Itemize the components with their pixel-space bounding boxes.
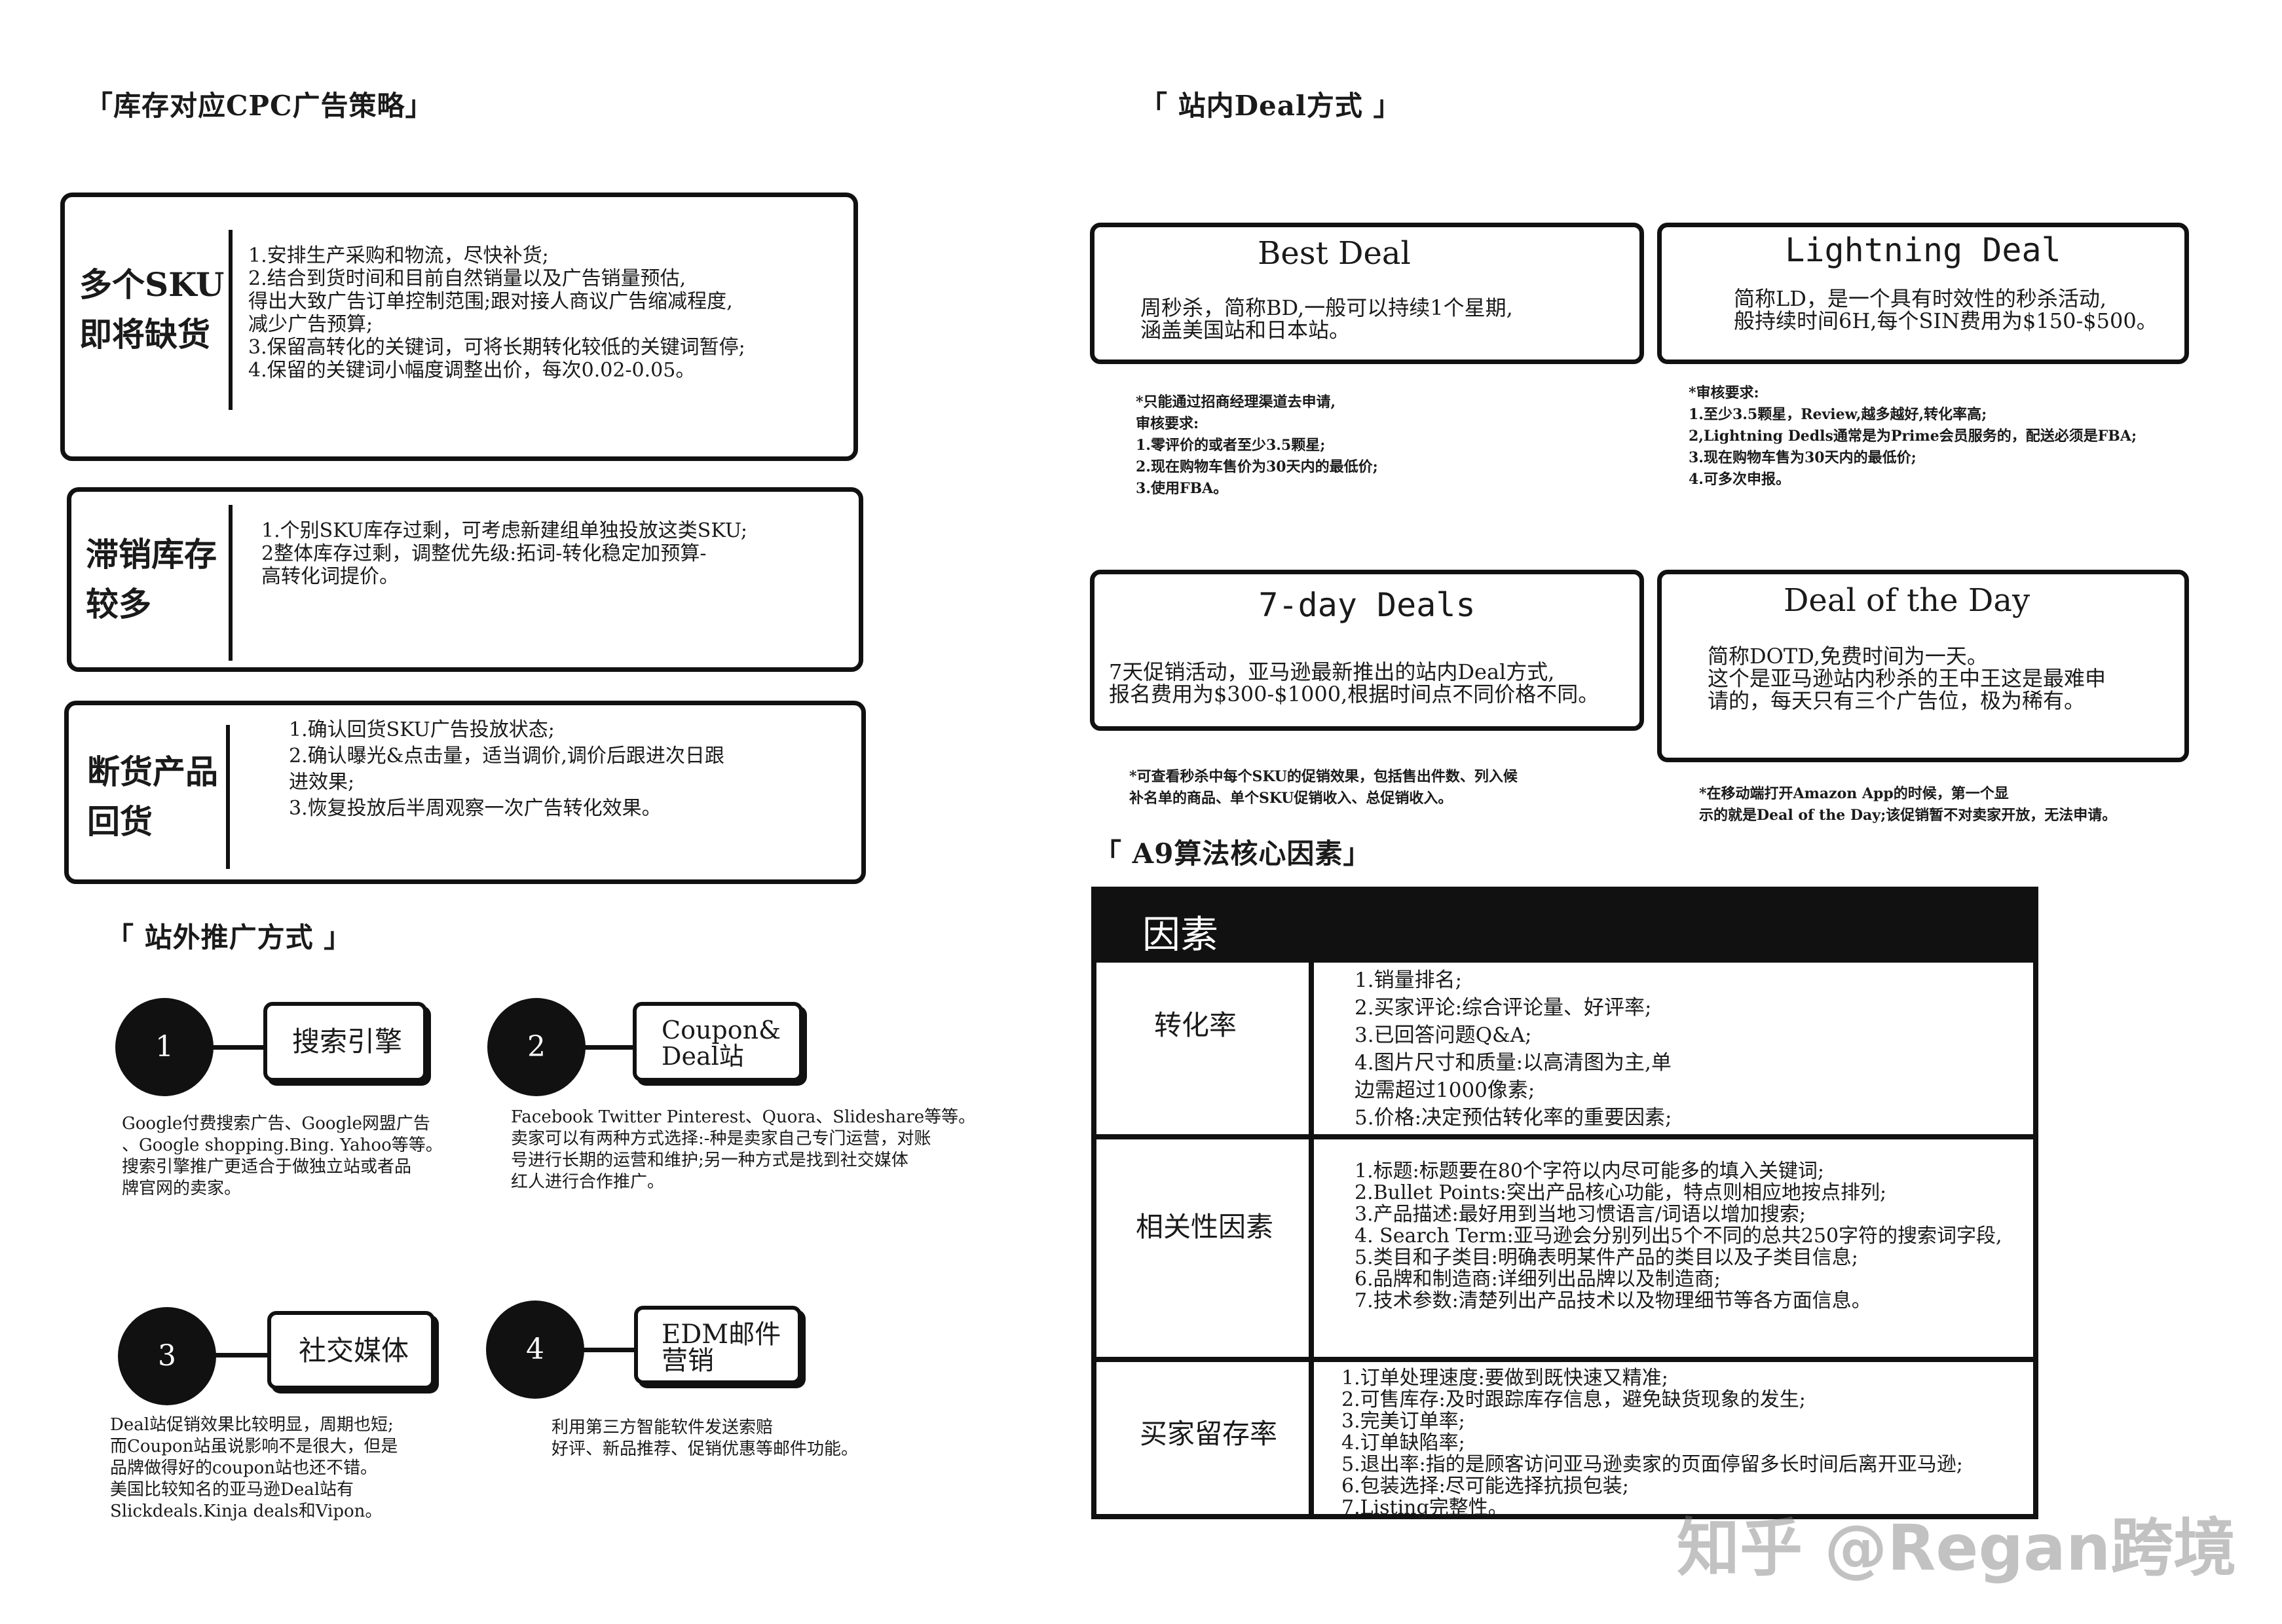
deal-title: Lightning Deal [1785,231,2061,269]
connector-line [580,1348,634,1352]
connector-line [582,1045,633,1050]
inventory-box-lines: 1.个别SKU库存过剩，可考虑新建组单独投放这类SKU; 2整体库存过剩，调整优… [261,519,748,588]
inventory-heading: 「库存对应CPC广告策略」 [85,90,434,122]
deal-card-7-day-deals: 7-day Deals 7天促销活动，亚马逊最新推出的站内Deal方式, 报名费… [1090,570,1644,731]
a9-heading: 「 A9算法核心因素」 [1094,838,1372,870]
deal-desc: 简称LD，是一个具有时效性的秒杀活动, 般持续时间6H,每个SIN费用为$150… [1734,286,2158,333]
deal-title: Deal of the Day [1783,582,2030,619]
channel-desc: 利用第三方智能软件发送索赔 好评、新品推荐、促销优惠等邮件功能。 [552,1418,859,1459]
divider [1309,957,1314,1514]
a9-row: 买家留存率 1.订单处理速度:要做到既快速又精准; 2.可售库存:及时跟踪库存信… [1096,1357,2033,1530]
a9-row: 相关性因素 1.标题:标题要在80个字符以内尽可能多的填入关键词; 2.Bull… [1096,1134,2033,1362]
deal-note: *在移动端打开Amazon App的时候，第一个显 示的就是Deal of th… [1699,785,2117,824]
inventory-box-title: 断货产品 回货 [87,752,218,841]
offsite-heading: 「 站外推广方式 」 [106,921,352,953]
a9-items: 1.标题:标题要在80个字符以内尽可能多的填入关键词; 2.Bullet Poi… [1355,1160,2002,1312]
a9-items: 1.订单处理速度:要做到既快速又精准; 2.可售库存:及时跟踪库存信息，避免缺货… [1341,1367,1963,1519]
deal-card-best-deal: Best Deal 周秒杀，简称BD,一般可以持续1个星期, 涵盖美国站和日本站… [1090,223,1644,364]
channel-coupon-deal: Coupon& Deal站 [633,1002,803,1082]
divider [229,505,233,661]
divider [229,230,233,410]
inventory-box-restock: 断货产品 回货 1.确认回货SKU广告投放状态; 2.确认曝光&点击量，适当调价… [64,701,866,884]
step-2-circle: 2 [487,998,586,1096]
deal-desc: 简称DOTD,免费时间为一天。 这个是亚马逊站内秒杀的王中王这是最难申 请的，每… [1708,644,2106,713]
a9-row: 转化率 1.销量排名; 2.买家评论:综合评论量、好评率; 3.已回答问题Q&A… [1096,957,2033,1139]
a9-table-header: 因素 [1096,892,2033,957]
inventory-box-title: 多个SKU 即将缺货 [79,265,225,354]
deal-desc: 7天促销活动，亚马逊最新推出的站内Deal方式, 报名费用为$300-$1000… [1109,659,1599,707]
divider [226,725,230,869]
a9-factor: 相关性因素 [1136,1211,1274,1243]
a9-factor: 买家留存率 [1140,1418,1278,1450]
deals-heading: 「 站内Deal方式 」 [1140,90,1402,122]
deal-note: *只能通过招商经理渠道去申请, 审核要求: 1.零评价的或者至少3.5颗星; 2… [1136,394,1378,497]
inventory-box-lines: 1.确认回货SKU广告投放状态; 2.确认曝光&点击量，适当调价,调价后跟进次日… [289,718,724,820]
deal-desc: 周秒杀，简称BD,一般可以持续1个星期, 涵盖美国站和日本站。 [1140,295,1513,342]
inventory-box-lines: 1.安排生产采购和物流，尽快补货; 2.结合到货时间和目前自然销量以及广告销量预… [248,244,745,382]
channel-desc: Google付费搜索广告、Google网盟广告 、Google shopping… [122,1114,443,1198]
a9-table: 因素 转化率 1.销量排名; 2.买家评论:综合评论量、好评率; 3.已回答问题… [1091,887,2038,1519]
channel-search-engine: 搜索引擎 [263,1002,427,1082]
channel-desc: Facebook Twitter Pinterest、Quora、Slidesh… [511,1107,976,1192]
deal-title: 7-day Deals [1258,586,1476,624]
watermark: 知乎 @Regan跨境 [1677,1511,2237,1585]
inventory-box-overstock: 滞销库存 较多 1.个别SKU库存过剩，可考虑新建组单独投放这类SKU; 2整体… [67,487,863,672]
channel-social-media: 社交媒体 [267,1311,435,1390]
deal-card-deal-of-the-day: Deal of the Day 简称DOTD,免费时间为一天。 这个是亚马逊站内… [1657,570,2189,762]
step-3-circle: 3 [118,1307,216,1405]
a9-items: 1.销量排名; 2.买家评论:综合评论量、好评率; 3.已回答问题Q&A; 4.… [1355,969,1672,1130]
channel-desc: Deal站促销效果比较明显，周期也短; 而Coupon站虽说影响不是很大，但是 … [110,1415,398,1521]
inventory-box-title: 滞销库存 较多 [86,535,217,623]
inventory-box-low-stock: 多个SKU 即将缺货 1.安排生产采购和物流，尽快补货; 2.结合到货时间和目前… [60,193,858,461]
deal-title: Best Deal [1258,235,1411,272]
deal-card-lightning-deal: Lightning Deal 简称LD，是一个具有时效性的秒杀活动, 般持续时间… [1657,223,2189,364]
connector-line [212,1353,267,1357]
step-1-circle: 1 [115,998,214,1096]
channel-edm-email: EDM邮件 营销 [634,1306,802,1384]
step-4-circle: 4 [486,1301,584,1399]
connector-line [210,1045,263,1050]
deal-note: *可查看秒杀中每个SKU的促销效果，包括售出件数、列入候 补名单的商品、单个SK… [1129,768,1518,807]
deal-note: *审核要求: 1.至少3.5颗星，Review,越多越好,转化率高; 2,Lig… [1689,384,2137,488]
a9-factor: 转化率 [1154,1009,1237,1041]
